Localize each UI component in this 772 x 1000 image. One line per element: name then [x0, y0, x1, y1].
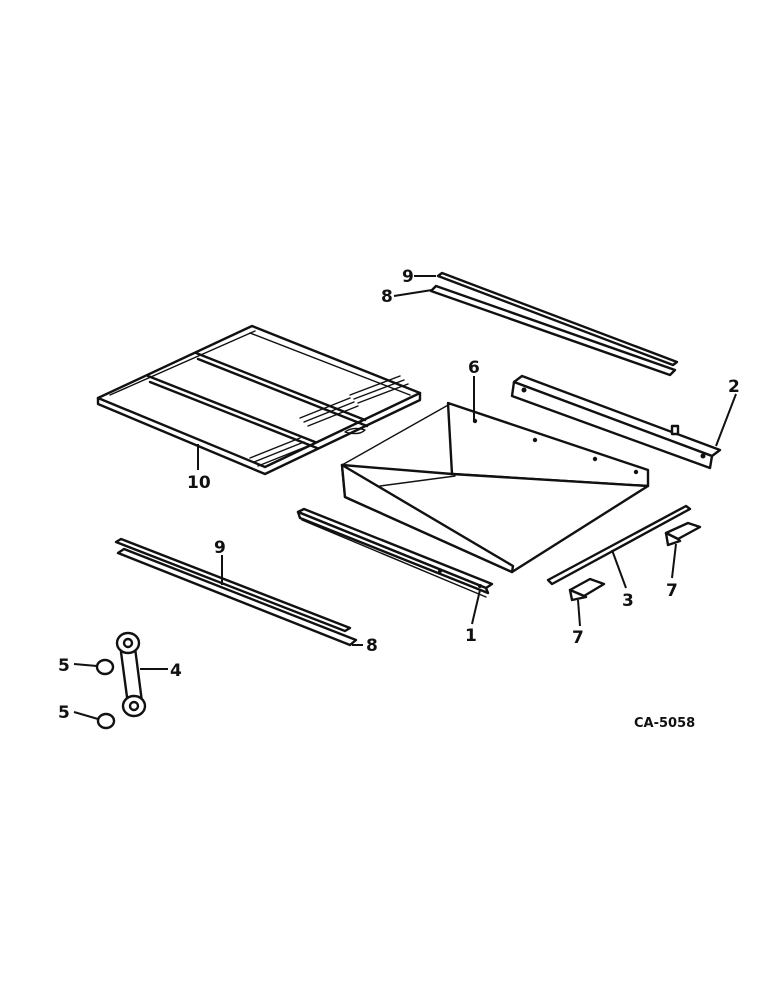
callout-5-lower: 5 — [58, 703, 70, 723]
part-6-tray-chute — [340, 401, 650, 574]
callout-8-bottom: 8 — [366, 636, 378, 656]
callout-3: 3 — [622, 591, 634, 611]
part-5-bushing-upper — [95, 658, 115, 676]
leader-lines — [73, 275, 737, 720]
part-10-grate-panel — [96, 324, 422, 476]
callout-8-top: 8 — [381, 287, 393, 307]
part-8-bottom-strip — [116, 547, 358, 647]
callout-4: 4 — [170, 661, 182, 681]
part-3-thin-rail — [546, 504, 692, 586]
callout-7-left: 7 — [572, 628, 584, 648]
part-9-top-strip — [436, 271, 679, 367]
callout-5-upper: 5 — [58, 656, 70, 676]
part-1-side-rail — [296, 507, 494, 598]
grate-slots — [249, 375, 409, 467]
callout-7-right: 7 — [666, 581, 678, 601]
figure-code: CA-5058 — [634, 716, 695, 731]
part-5-bushing-lower — [96, 712, 116, 730]
callout-1: 1 — [465, 626, 477, 646]
part-8-top-strip — [429, 284, 677, 377]
part-2-angle-bracket — [510, 374, 722, 470]
part-9-bottom-strip — [114, 537, 352, 633]
callout-labels: 9 8 2 6 10 9 8 1 3 7 7 4 5 5 — [58, 267, 740, 723]
callout-10: 10 — [187, 473, 211, 493]
part-7-clip-right — [664, 521, 702, 547]
callout-9-bottom: 9 — [214, 538, 226, 558]
callout-2: 2 — [728, 377, 740, 397]
callout-9-top: 9 — [402, 267, 414, 287]
callout-6: 6 — [468, 358, 480, 378]
part-4-link-arm — [115, 631, 147, 718]
part-7-clip-left — [568, 577, 606, 602]
